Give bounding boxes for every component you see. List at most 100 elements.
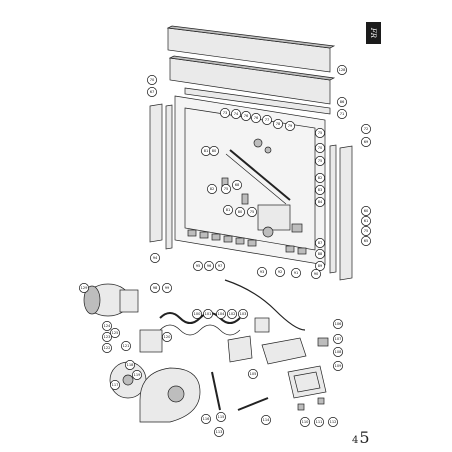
callout-circle [110, 380, 120, 390]
callout-95: 95 [193, 261, 203, 271]
callout-number: 70 [318, 146, 323, 150]
callout-circle [248, 369, 258, 379]
callout-number: 69 [364, 140, 369, 144]
callout-82: 82 [207, 184, 217, 194]
callout-circle [300, 417, 310, 427]
callout-number: 70 [150, 78, 155, 82]
callout-number: 75 [318, 131, 323, 135]
page-number-right: 5 [359, 428, 370, 447]
cable-97 [224, 279, 306, 331]
callout-118: 118 [125, 360, 135, 370]
callout-number: 100 [194, 312, 202, 316]
callout-101: 101 [203, 309, 213, 319]
language-tab: FR [366, 22, 381, 44]
callout-number: 114 [263, 418, 271, 422]
callout-77: 77 [262, 115, 272, 125]
callout-number: 103 [240, 312, 247, 316]
callout-number: 98 [153, 286, 158, 290]
callout-number: 80 [212, 149, 217, 153]
blower-housing-117 [139, 367, 201, 423]
callout-number: 81 [226, 208, 231, 212]
callout-circle [257, 267, 267, 277]
callout-circle [215, 261, 225, 271]
callout-108: 108 [333, 347, 343, 357]
callout-number: 111 [316, 420, 323, 424]
callout-number: 112 [330, 420, 337, 424]
vent-slots [187, 229, 307, 255]
callout-number: 122 [104, 346, 111, 350]
callout-75: 75 [315, 128, 325, 138]
callout-68: 68 [232, 180, 242, 190]
callout-113: 113 [214, 427, 224, 437]
callout-number: 104 [218, 312, 226, 316]
callout-number: 107 [335, 337, 342, 341]
callout-75: 75 [315, 156, 325, 166]
callout-circle [102, 343, 112, 353]
callout-75: 75 [247, 207, 257, 217]
rod-114 [237, 397, 269, 411]
callout-circle [273, 119, 283, 129]
callout-88: 88 [315, 249, 325, 259]
callout-116: 116 [201, 414, 211, 424]
callout-83: 83 [315, 185, 325, 195]
callout-87: 87 [315, 238, 325, 248]
callout-129: 129 [79, 283, 89, 293]
callout-circle [285, 121, 295, 131]
callout-circle [203, 309, 213, 319]
callout-number: 124 [104, 324, 112, 328]
callout-79: 79 [285, 121, 295, 131]
callout-circle [361, 216, 371, 226]
page-number: 45 [352, 428, 370, 447]
callout-circle [337, 65, 347, 75]
callout-circle [193, 261, 203, 271]
callout-circle [207, 184, 217, 194]
callout-circle [162, 332, 172, 342]
callout-number: 65 [364, 239, 369, 243]
callout-circle [361, 236, 371, 246]
callout-number: 108 [335, 350, 343, 354]
callout-number: 105 [250, 372, 257, 376]
callout-circle [227, 309, 237, 319]
callout-121: 121 [121, 341, 131, 351]
callout-number: 91 [294, 271, 299, 275]
callout-circle [337, 97, 347, 107]
callout-74: 74 [231, 109, 241, 119]
callout-circle [192, 309, 202, 319]
callout-circle [209, 146, 219, 156]
top-strip-71 [184, 87, 331, 115]
callout-number: 90 [314, 272, 319, 276]
callout-60: 60 [361, 206, 371, 216]
callout-75: 75 [361, 226, 371, 236]
callout-circle [315, 173, 325, 183]
callout-circle [315, 197, 325, 207]
callout-circle [311, 269, 321, 279]
callout-circle [275, 267, 285, 277]
main-frame [174, 95, 326, 266]
callout-circle [315, 238, 325, 248]
callout-circle [238, 309, 248, 319]
callout-number: 95 [196, 264, 201, 268]
callout-circle [201, 414, 211, 424]
callout-78: 78 [273, 119, 283, 129]
callout-circle [147, 75, 157, 85]
callout-number: 61 [364, 219, 369, 223]
callout-70: 70 [147, 75, 157, 85]
shaft-116 [211, 371, 221, 411]
callout-98: 98 [150, 283, 160, 293]
left-side-panel-70 [149, 103, 163, 243]
callout-circle [314, 417, 324, 427]
callout-number: 75 [364, 229, 369, 233]
callout-circle [315, 249, 325, 259]
callout-circle [232, 180, 242, 190]
callout-number: 67 [150, 90, 155, 94]
callout-circle [220, 108, 230, 118]
callout-number: 119 [134, 373, 142, 377]
callout-86: 86 [337, 97, 347, 107]
callout-128: 128 [337, 65, 347, 75]
callout-number: 83 [318, 188, 323, 192]
callout-number: 113 [216, 430, 223, 434]
callout-100: 100 [192, 309, 202, 319]
callout-number: 81 [204, 149, 209, 153]
callout-114: 114 [261, 415, 271, 425]
callout-number: 93 [260, 270, 265, 274]
